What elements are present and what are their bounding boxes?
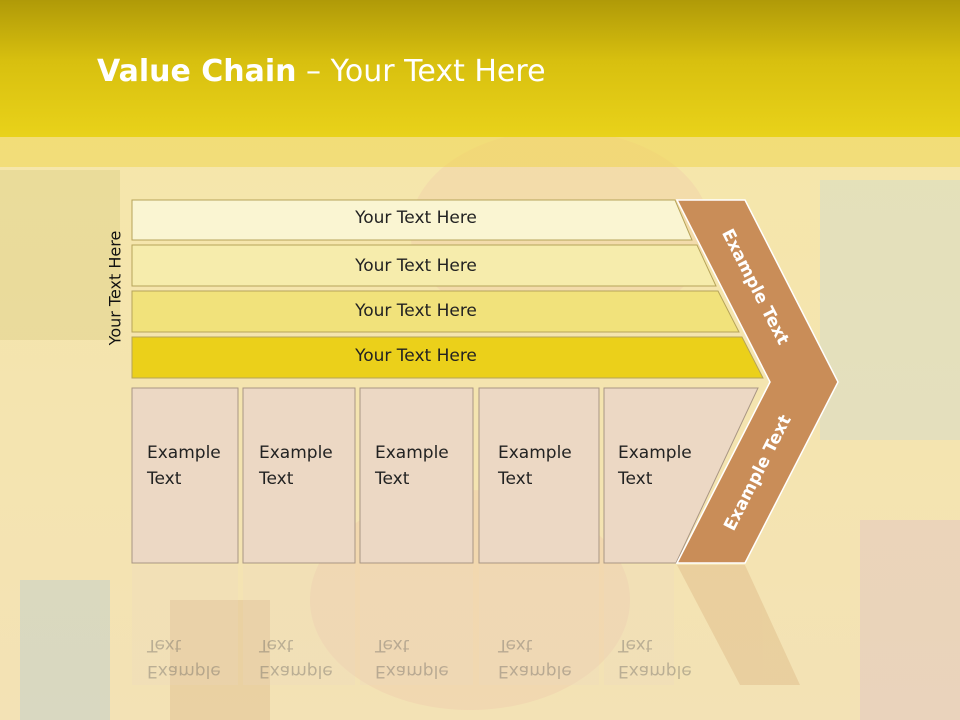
box-5 bbox=[603, 387, 759, 564]
title-bar-fade bbox=[0, 137, 960, 167]
box-4-reflection-line2: Text bbox=[498, 635, 533, 655]
box-3-reflection-line2: Text bbox=[375, 635, 410, 655]
band-2-label: Your Text Here bbox=[355, 256, 477, 276]
box-2-reflection: Example Text bbox=[259, 632, 333, 684]
box-3-line1: Example bbox=[375, 443, 449, 463]
box-1 bbox=[131, 387, 239, 564]
band-2 bbox=[131, 244, 717, 287]
band-4-label: Your Text Here bbox=[355, 346, 477, 366]
chevron-arrow bbox=[675, 199, 839, 564]
box-2 bbox=[242, 387, 356, 564]
box-1-reflection-line1: Example bbox=[147, 661, 221, 681]
box-5-line1: Example bbox=[618, 443, 692, 463]
box-1-reflection-line2: Text bbox=[147, 635, 182, 655]
title-bar bbox=[0, 0, 960, 137]
box-5-reflection: Example Text bbox=[618, 632, 692, 684]
slide-title: Value Chain – Your Text Here bbox=[97, 54, 546, 89]
reflection bbox=[132, 565, 800, 685]
box-3-reflection: Example Text bbox=[375, 632, 449, 684]
band-3-label: Your Text Here bbox=[355, 301, 477, 321]
band-3 bbox=[131, 290, 740, 333]
band-1-label: Your Text Here bbox=[355, 208, 477, 228]
box-3-line2: Text bbox=[375, 469, 410, 489]
box-4-line2: Text bbox=[498, 469, 533, 489]
box-4-reflection: Example Text bbox=[498, 632, 572, 684]
box-1-line2: Text bbox=[147, 469, 182, 489]
box-3-reflection-line1: Example bbox=[375, 661, 449, 681]
box-2-reflection-line2: Text bbox=[259, 635, 294, 655]
box-1-line1: Example bbox=[147, 443, 221, 463]
box-4-line1: Example bbox=[498, 443, 572, 463]
box-5-reflection-line1: Example bbox=[618, 661, 692, 681]
box-4 bbox=[478, 387, 600, 564]
title-rest: – Your Text Here bbox=[296, 54, 546, 89]
box-5-reflection-line2: Text bbox=[618, 635, 653, 655]
band-1 bbox=[131, 199, 693, 241]
box-2-line1: Example bbox=[259, 443, 333, 463]
title-bold: Value Chain bbox=[97, 54, 297, 89]
box-2-reflection-line1: Example bbox=[259, 661, 333, 681]
band-4 bbox=[131, 336, 764, 379]
box-3 bbox=[359, 387, 474, 564]
box-2-line2: Text bbox=[259, 469, 294, 489]
box-5-line2: Text bbox=[618, 469, 653, 489]
box-4-reflection-line1: Example bbox=[498, 661, 572, 681]
box-1-reflection: Example Text bbox=[147, 632, 221, 684]
